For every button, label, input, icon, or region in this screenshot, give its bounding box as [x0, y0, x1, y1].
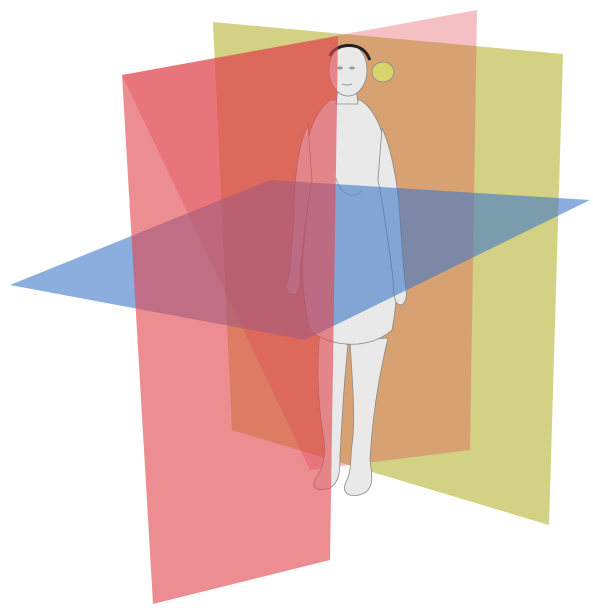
hair-bun — [372, 62, 394, 82]
right-eye — [349, 67, 355, 70]
left-eye — [337, 67, 343, 70]
sagittal-plane-front — [122, 36, 338, 604]
